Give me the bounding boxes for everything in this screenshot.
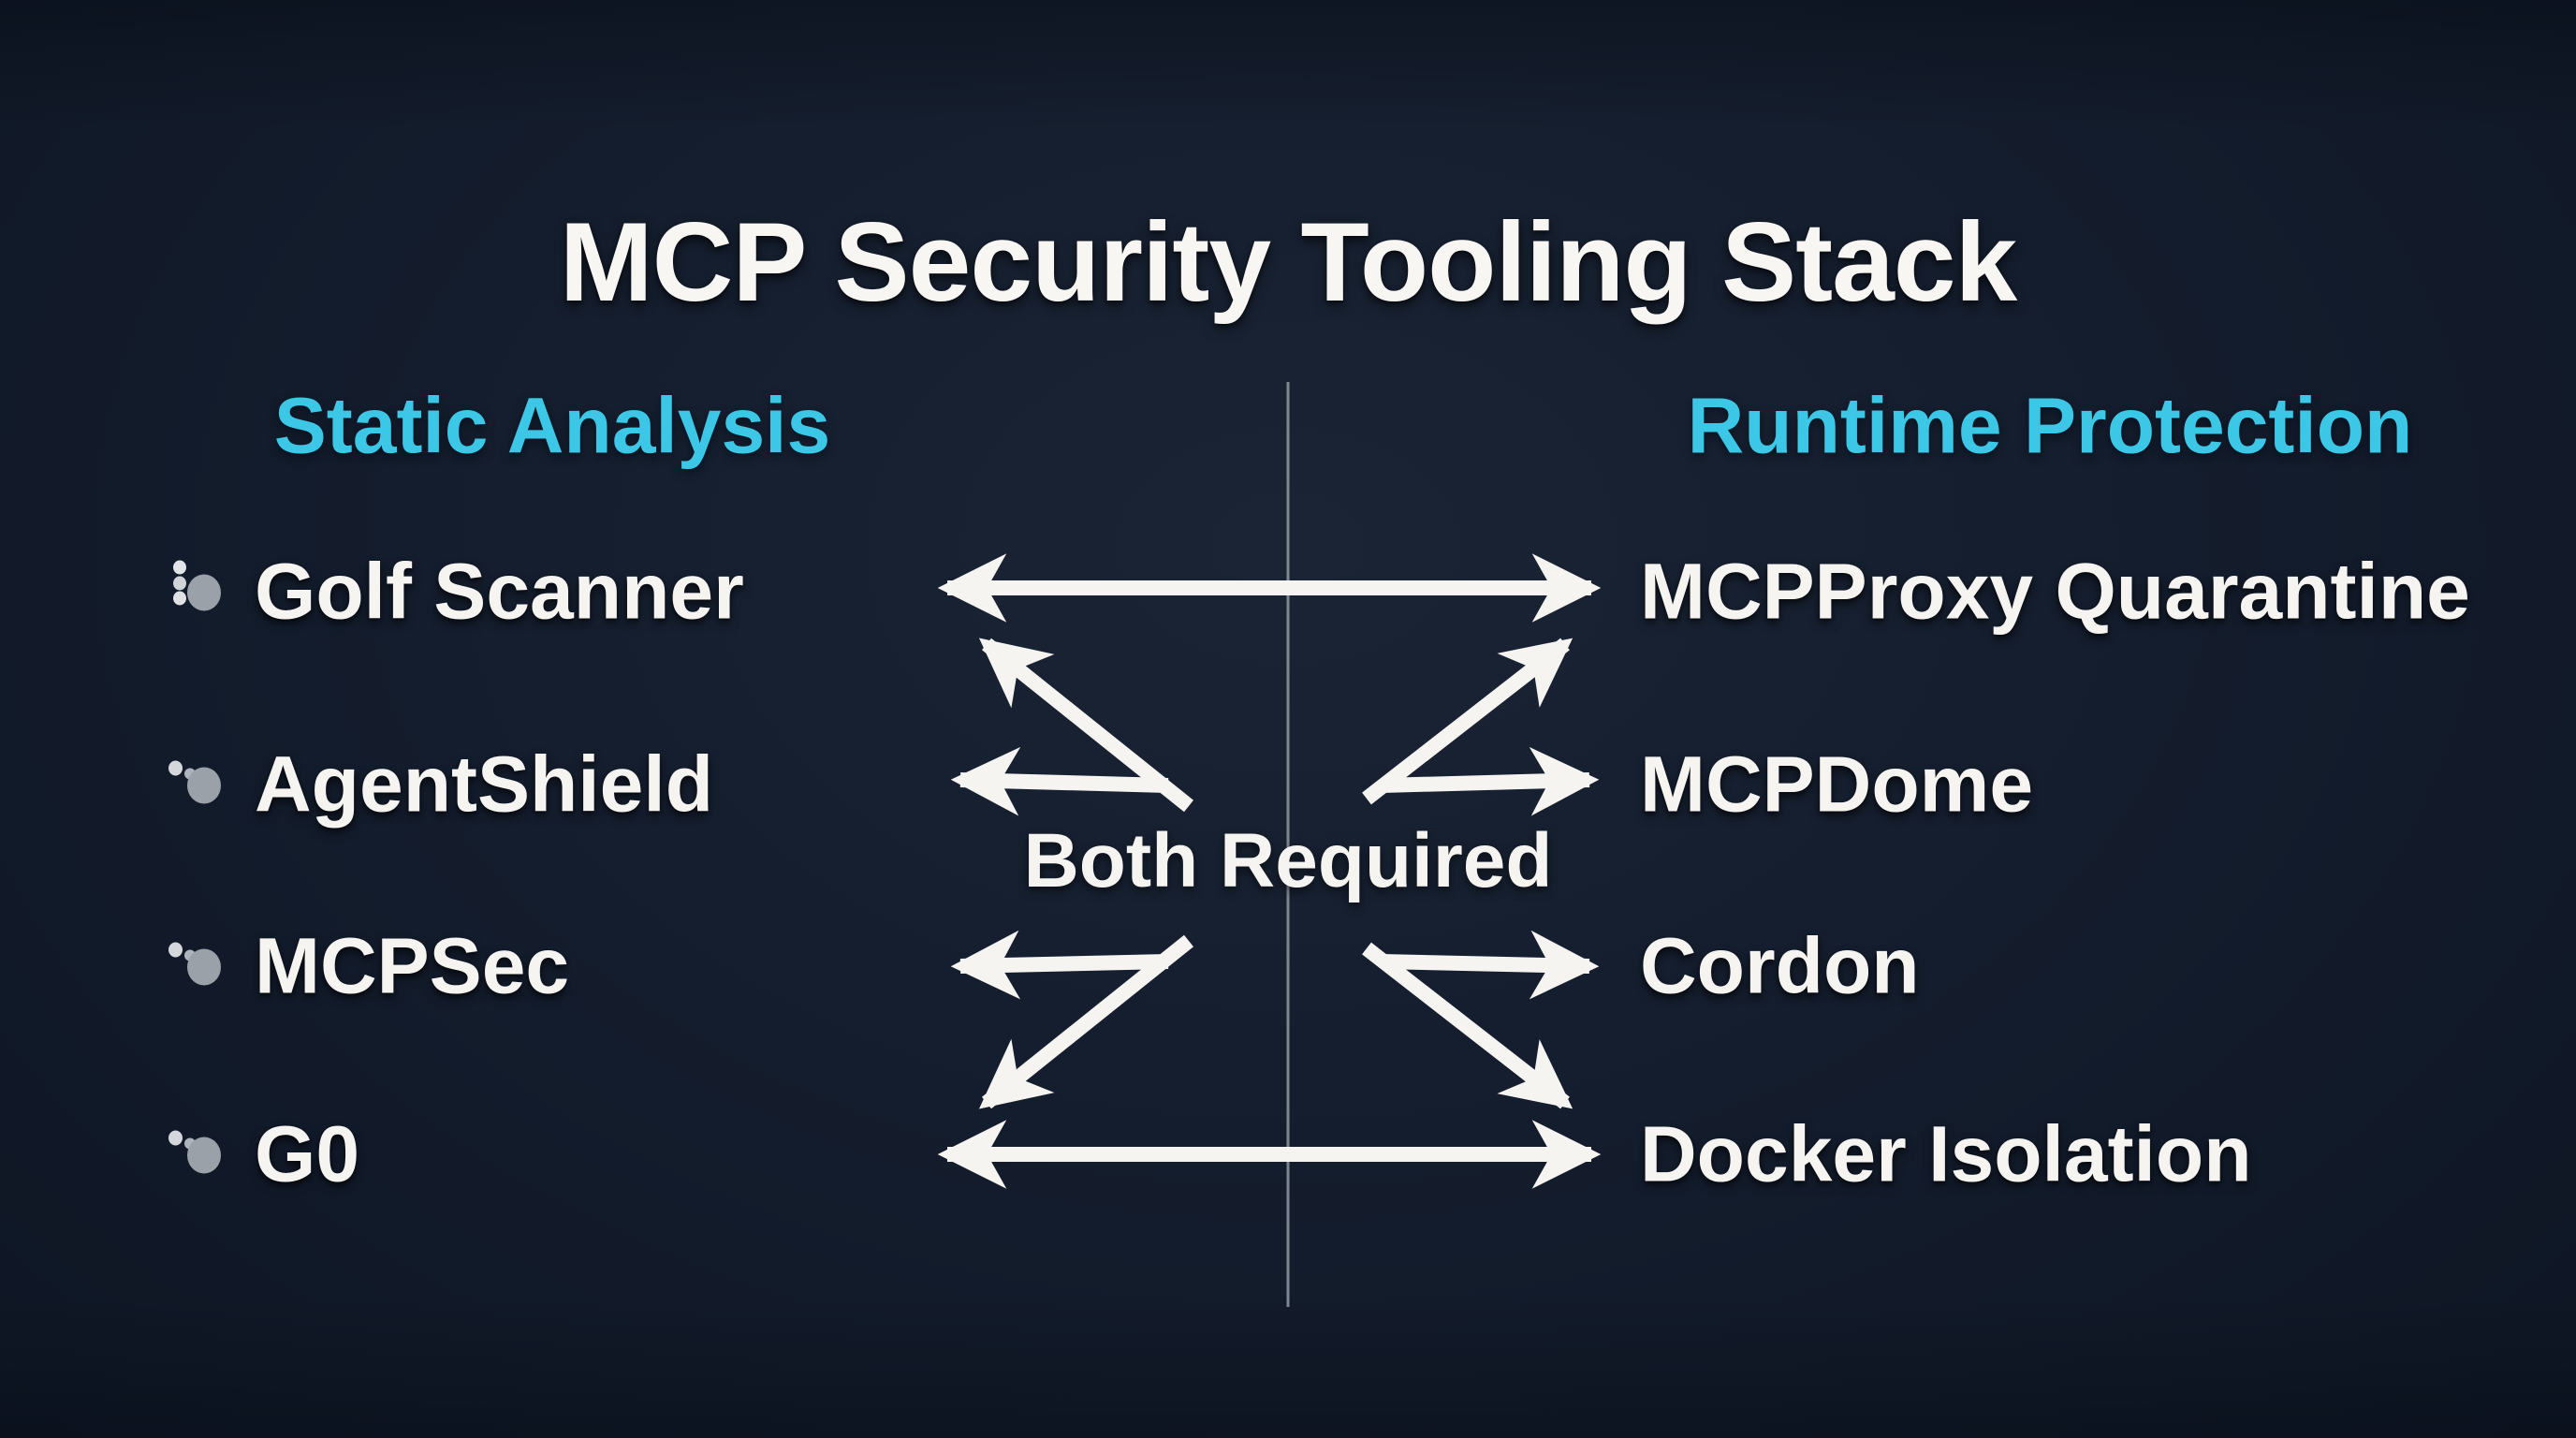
arrow — [1381, 746, 1600, 816]
column-header-static-analysis: Static Analysis — [273, 381, 831, 470]
list-item-golf-scanner: Golf Scanner — [167, 547, 744, 638]
tool-label: G0 — [255, 1109, 360, 1198]
arrow — [1362, 942, 1573, 1109]
list-item-agentshield: AgentShield — [167, 740, 713, 830]
list-item-mcpsec: MCPSec — [167, 921, 569, 1012]
tool-label: Golf Scanner — [255, 547, 744, 636]
dots-cluster-icon — [167, 1126, 221, 1182]
tool-label: MCPDome — [1640, 740, 2034, 829]
arrow — [1362, 638, 1573, 805]
tool-label: Cordon — [1640, 921, 1920, 1010]
arrow — [950, 930, 1169, 1000]
dots-cluster-icon — [167, 560, 221, 620]
both-required-label: Both Required — [1023, 818, 1553, 903]
list-item-mcpdome: MCPDome — [1640, 740, 2033, 830]
arrow — [1381, 930, 1600, 1000]
list-item-g0: G0 — [167, 1109, 359, 1200]
dots-cluster-icon — [167, 938, 221, 994]
tool-label: Docker Isolation — [1640, 1109, 2252, 1198]
dots-cluster-icon — [167, 756, 221, 813]
page-title: MCP Security Tooling Stack — [559, 199, 2018, 326]
list-item-cordon: Cordon — [1640, 921, 1920, 1012]
arrow — [978, 934, 1194, 1109]
column-header-runtime-protection: Runtime Protection — [1687, 381, 2413, 470]
list-item-docker-isolation: Docker Isolation — [1640, 1109, 2252, 1200]
tool-label: MCPSec — [255, 921, 570, 1010]
arrow — [950, 746, 1169, 816]
list-item-mcpproxy-quarantine: MCPProxy Quarantine — [1640, 547, 2470, 638]
tool-label: MCPProxy Quarantine — [1640, 547, 2470, 636]
arrow — [978, 638, 1194, 813]
tool-label: AgentShield — [255, 740, 714, 829]
